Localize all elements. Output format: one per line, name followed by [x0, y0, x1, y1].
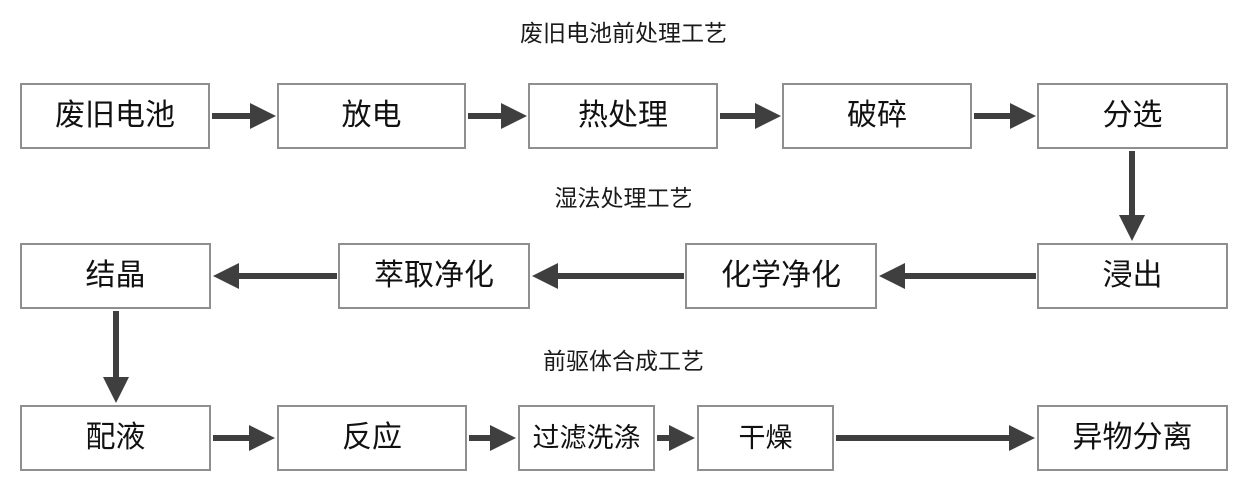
- arrow-shaft: [903, 273, 1036, 279]
- process-node-label: 配液: [85, 421, 146, 454]
- process-node-label: 浸出: [1102, 259, 1163, 292]
- process-node-label: 热处理: [578, 99, 668, 132]
- process-node-label: 干燥: [738, 422, 793, 453]
- arrow-shaft: [213, 435, 251, 441]
- process-node[interactable]: 破碎: [782, 83, 972, 149]
- process-node-label: 异物分离: [1072, 421, 1193, 454]
- process-node[interactable]: 异物分离: [1037, 405, 1228, 471]
- arrow-head-icon: [249, 425, 275, 451]
- arrow-head-icon: [1009, 425, 1035, 451]
- arrow-shaft: [720, 113, 757, 119]
- arrow-head-icon: [755, 103, 781, 129]
- process-node[interactable]: 结晶: [20, 243, 211, 309]
- process-node-label: 破碎: [847, 99, 907, 132]
- arrow-head-icon: [103, 377, 129, 403]
- arrow-shaft: [212, 113, 252, 119]
- process-node-label: 分选: [1102, 99, 1163, 132]
- arrow-head-icon: [213, 263, 239, 289]
- process-node-label: 结晶: [85, 259, 146, 292]
- arrow-head-icon: [532, 263, 558, 289]
- process-node[interactable]: 配液: [20, 405, 211, 471]
- process-node[interactable]: 萃取净化: [338, 243, 530, 309]
- arrow-head-icon: [501, 103, 527, 129]
- process-node[interactable]: 热处理: [528, 83, 718, 149]
- arrow-shaft: [836, 435, 1011, 441]
- arrow-shaft: [469, 435, 492, 441]
- arrow-head-icon: [250, 103, 276, 129]
- process-node-label: 放电: [341, 99, 402, 132]
- arrow-head-icon: [1010, 103, 1036, 129]
- arrow-shaft: [468, 113, 503, 119]
- arrow-shaft: [556, 273, 684, 279]
- arrow-head-icon: [490, 425, 516, 451]
- process-node-label: 过滤洗涤: [532, 422, 641, 453]
- section-title-pretreatment: 废旧电池前处理工艺: [520, 21, 727, 46]
- process-node[interactable]: 废旧电池: [20, 83, 210, 149]
- arrow-head-icon: [669, 425, 695, 451]
- arrow-head-icon: [1119, 215, 1145, 241]
- process-node-label: 反应: [342, 421, 402, 454]
- arrow-shaft: [237, 273, 337, 279]
- section-title-hydrometallurgy: 湿法处理工艺: [554, 186, 693, 211]
- process-node-label: 废旧电池: [55, 99, 175, 132]
- process-node[interactable]: 化学净化: [685, 243, 877, 309]
- process-node-label: 化学净化: [721, 259, 841, 292]
- section-title-precursor-synthesis: 前驱体合成工艺: [543, 349, 704, 374]
- process-node[interactable]: 分选: [1037, 83, 1228, 149]
- arrow-shaft: [974, 113, 1012, 119]
- process-node[interactable]: 放电: [277, 83, 466, 149]
- process-node-label: 萃取净化: [374, 259, 494, 292]
- arrow-shaft: [1129, 151, 1135, 217]
- process-node[interactable]: 过滤洗涤: [518, 405, 655, 471]
- arrow-shaft: [657, 435, 671, 441]
- process-node[interactable]: 反应: [277, 405, 467, 471]
- arrow-shaft: [113, 311, 119, 379]
- arrow-head-icon: [879, 263, 905, 289]
- process-node[interactable]: 浸出: [1037, 243, 1228, 309]
- process-node[interactable]: 干燥: [697, 405, 834, 471]
